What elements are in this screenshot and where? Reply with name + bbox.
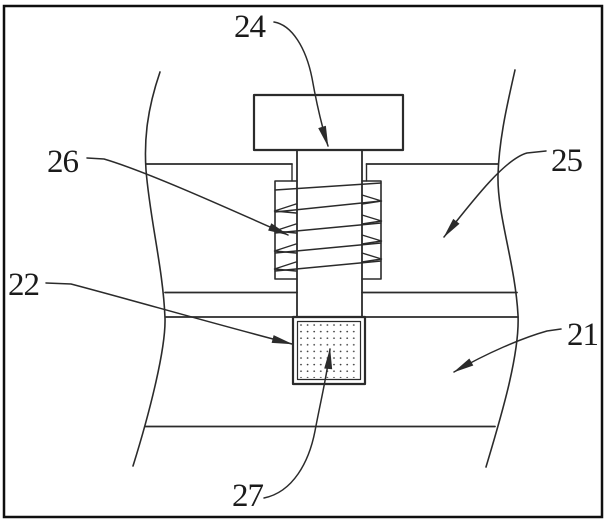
- label-21: 21: [567, 317, 598, 353]
- bolt-shaft: [296, 149, 363, 318]
- right-break-line: [485, 69, 519, 468]
- page-frame-border: [2, 4, 604, 519]
- drawing-linework: [45, 21, 562, 499]
- leader-21: [453, 328, 562, 373]
- spring-coil-turns: [274, 182, 382, 272]
- leader-26: [86, 157, 289, 236]
- reference-labels: 24 26 25 22 21 27: [8, 9, 599, 514]
- label-24: 24: [234, 9, 266, 45]
- label-26: 26: [47, 144, 79, 180]
- spring-left-loops: [273, 203, 297, 272]
- spring-right-loops: [361, 194, 383, 263]
- spring-seat-box: [274, 180, 382, 280]
- bolt-head: [252, 93, 405, 152]
- label-22: 22: [8, 267, 39, 303]
- leader-lines: [45, 21, 562, 499]
- label-25: 25: [551, 143, 583, 179]
- coil-spring: [273, 180, 383, 280]
- left-break-line: [132, 71, 166, 467]
- leader-27: [263, 348, 333, 499]
- stipple-fill: [299, 323, 359, 378]
- leader-25: [443, 150, 547, 238]
- label-27: 27: [232, 478, 264, 514]
- bolt-hole-edge-lines: [291, 163, 368, 182]
- leader-24: [273, 21, 329, 147]
- leader-22: [45, 282, 293, 345]
- groove-pad-block: [291, 315, 367, 386]
